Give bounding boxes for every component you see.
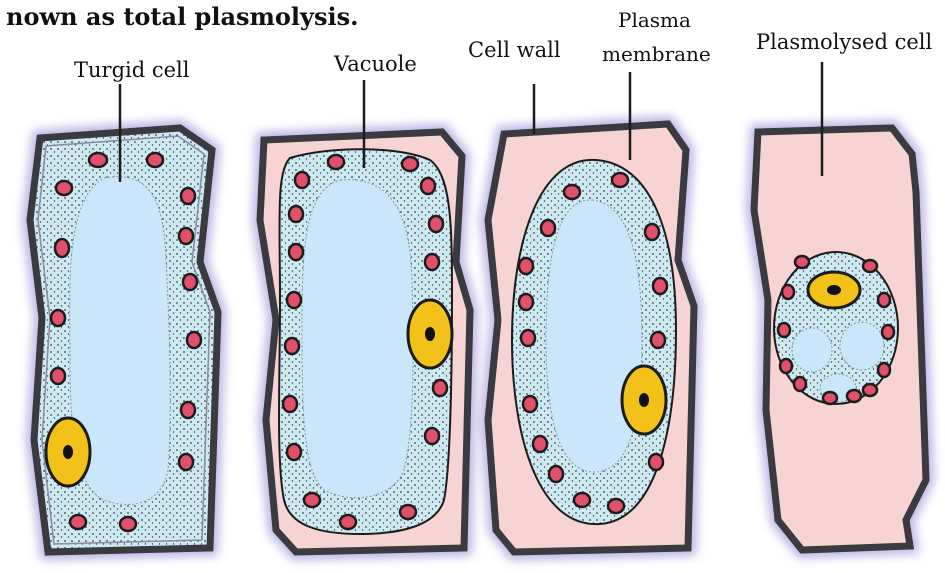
chloroplast <box>421 178 435 194</box>
chloroplast <box>183 274 197 290</box>
vacuole <box>302 180 413 498</box>
chloroplast <box>89 153 107 167</box>
nucleus <box>408 300 452 368</box>
chloroplast <box>823 392 837 404</box>
chloroplast <box>285 338 299 354</box>
chloroplast <box>608 499 624 513</box>
chloroplast <box>287 292 301 308</box>
chloroplast <box>878 293 890 307</box>
chloroplast <box>519 258 533 274</box>
chloroplast <box>782 285 794 299</box>
label-plasma-membrane-line1: Plasma <box>618 8 691 32</box>
chloroplast <box>794 377 806 391</box>
chloroplast <box>523 396 537 412</box>
chloroplast <box>847 390 861 402</box>
turgid-cell <box>30 84 218 552</box>
chloroplast <box>533 436 547 452</box>
chloroplast <box>181 188 195 204</box>
chloroplast <box>574 493 590 507</box>
plasmolysing-cell <box>488 72 694 552</box>
chloroplast <box>289 244 303 260</box>
label-turgid-cell: Turgid cell <box>74 58 189 82</box>
chloroplast <box>289 206 303 222</box>
chloroplast <box>287 444 301 460</box>
vacuole <box>546 200 642 472</box>
chloroplast <box>70 515 86 529</box>
chloroplast <box>51 310 65 326</box>
label-vacuole: Vacuole <box>334 52 417 76</box>
label-plasma-membrane-line2: membrane <box>602 42 711 66</box>
label-cell-wall: Cell wall <box>468 38 561 62</box>
chloroplast <box>179 228 193 244</box>
chloroplast <box>179 454 193 470</box>
chloroplast <box>425 428 439 444</box>
chloroplast <box>653 278 667 294</box>
chloroplast <box>645 224 659 240</box>
chloroplast <box>147 153 163 167</box>
chloroplast <box>340 515 356 529</box>
chloroplast <box>400 505 416 519</box>
chloroplast <box>519 294 533 310</box>
chloroplast <box>429 216 443 232</box>
nucleus <box>622 366 666 434</box>
chloroplast <box>612 173 628 187</box>
chloroplast <box>56 181 72 195</box>
vacuole <box>840 322 884 370</box>
nucleus <box>46 418 90 486</box>
caption-text: nown as total plasmolysis. <box>6 2 358 31</box>
chloroplast <box>55 239 69 257</box>
chloroplast <box>328 155 344 169</box>
vacuole <box>792 328 832 372</box>
chloroplast <box>295 172 309 188</box>
chloroplast <box>425 254 439 270</box>
chloroplast <box>521 330 535 346</box>
chloroplast <box>863 384 877 396</box>
chloroplast <box>564 185 580 199</box>
chloroplast <box>541 220 555 236</box>
plasmolysed-cell <box>754 62 926 550</box>
chloroplast <box>120 517 136 531</box>
chloroplast <box>780 359 792 373</box>
chloroplast <box>863 260 877 272</box>
chloroplast <box>549 466 563 482</box>
chloroplast <box>402 157 418 171</box>
nucleus <box>808 272 860 308</box>
chloroplast <box>878 363 890 377</box>
chloroplast <box>649 454 663 470</box>
chloroplast <box>181 402 195 418</box>
label-plasmolysed-cell: Plasmolysed cell <box>756 30 932 54</box>
chloroplast <box>882 325 894 339</box>
chloroplast <box>651 332 665 348</box>
chloroplast <box>283 396 297 412</box>
chloroplast <box>51 368 65 384</box>
chloroplast <box>433 380 447 396</box>
chloroplast <box>187 332 201 348</box>
chloroplast <box>304 493 320 507</box>
chloroplast <box>795 256 809 268</box>
incipient-plasmolysis-cell <box>260 80 470 552</box>
chloroplast <box>778 323 790 337</box>
